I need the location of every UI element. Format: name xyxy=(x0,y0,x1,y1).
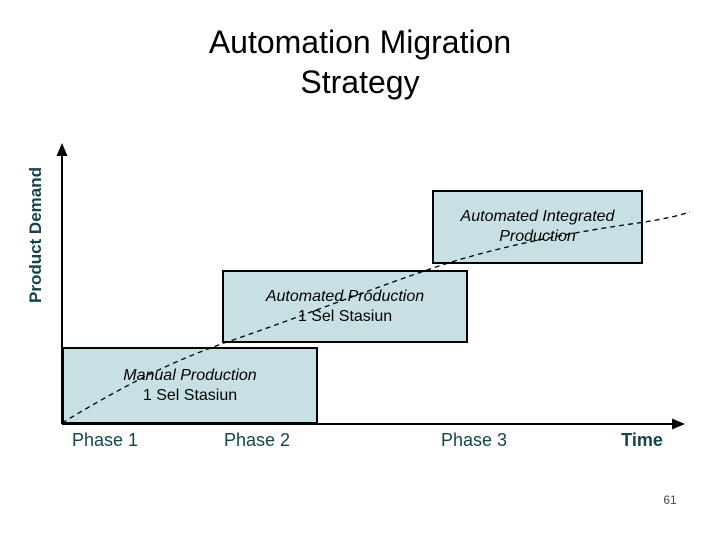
slide-title: Automation Migration Strategy xyxy=(0,22,720,102)
box-manual-production-line2: 1 Sel Stasiun xyxy=(142,386,238,404)
slide-title-line2: Strategy xyxy=(300,64,420,100)
box-automated-production-line2: 1 Sel Stasiun xyxy=(297,307,393,325)
y-axis-arrowhead-icon xyxy=(56,143,68,156)
box-automated-integrated-production: Automated Integrated Production xyxy=(432,190,643,264)
x-axis-label-phase-1: Phase 1 xyxy=(71,430,139,450)
x-axis-label-time: Time xyxy=(621,430,663,450)
box-automated-integrated-line2: Production xyxy=(499,228,576,245)
box-automated-production: Automated Production 1 Sel Stasiun xyxy=(222,270,468,343)
x-axis-label-phase-2: Phase 2 xyxy=(223,430,291,450)
y-axis-label: Product Demand xyxy=(26,166,45,304)
x-axis-arrowhead-icon xyxy=(672,418,685,430)
slide-page-number: 61 xyxy=(663,493,677,507)
box-manual-production-line1: Manual Production xyxy=(123,366,257,384)
box-automated-integrated-line1: Automated Integrated xyxy=(460,208,615,225)
x-axis-label-phase-3: Phase 3 xyxy=(440,430,508,450)
box-automated-production-line1: Automated Production xyxy=(265,287,425,305)
box-manual-production: Manual Production 1 Sel Stasiun xyxy=(62,347,318,424)
slide-title-line1: Automation Migration xyxy=(208,24,512,60)
